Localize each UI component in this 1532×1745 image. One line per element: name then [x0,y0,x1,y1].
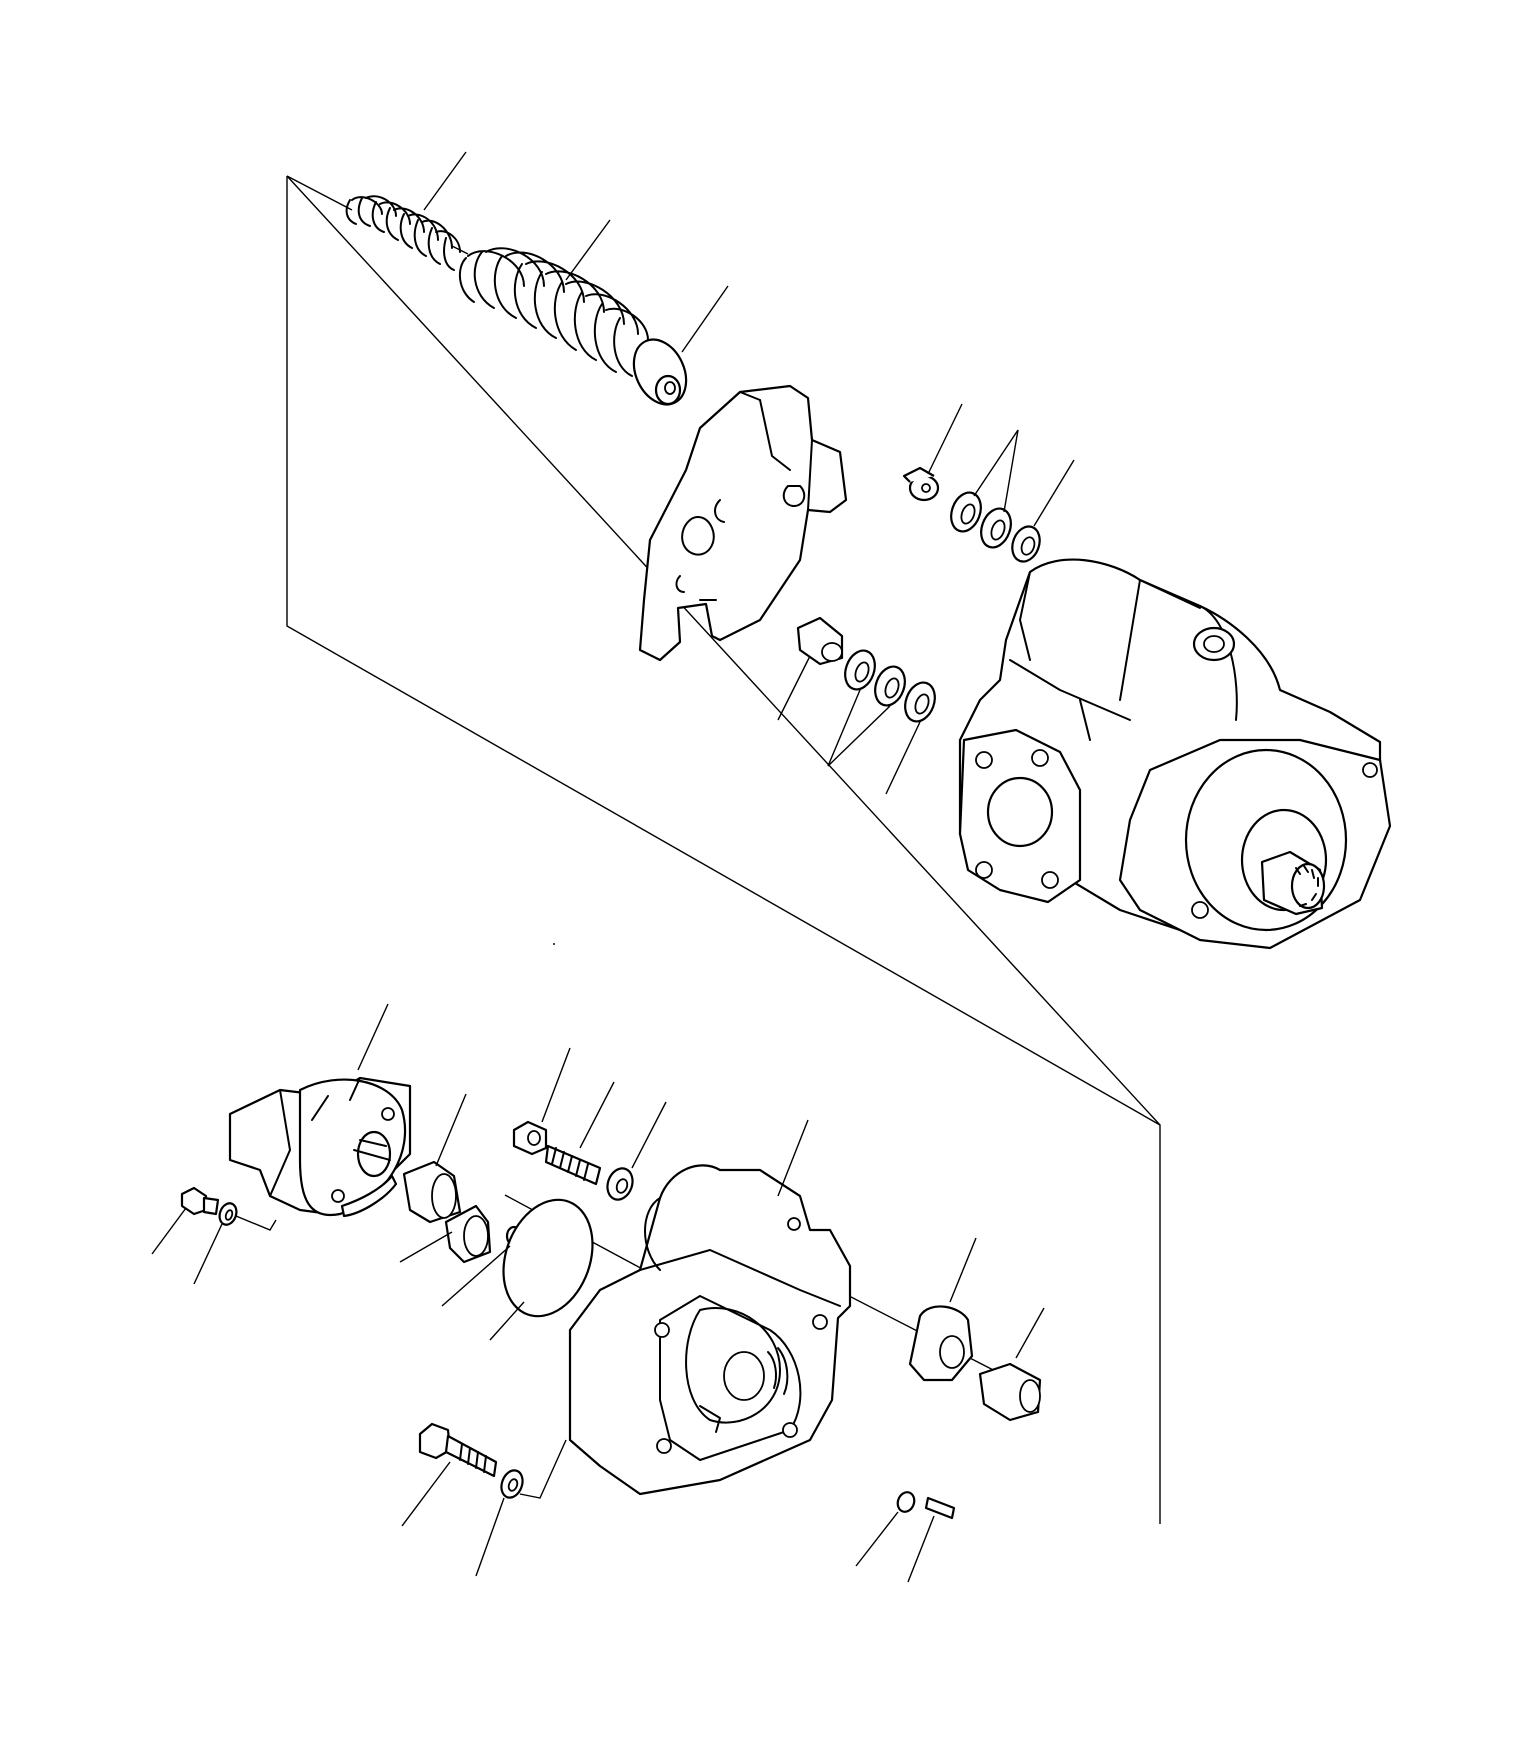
lower-plug [796,616,844,666]
leader-small-o-ring [441,1245,511,1307]
lower-washer-1 [844,649,876,691]
cover-plate [638,384,848,662]
leader-upper-washer-3 [1033,459,1075,527]
pump-housing [568,1164,852,1496]
leader-flange-bolt [401,1461,451,1527]
leader-bushing [399,1231,453,1263]
leader-flange-washer [475,1497,505,1577]
coupling-sleeve [402,1160,462,1224]
leader-bearing-sleeve [1015,1307,1045,1359]
leader-lock-nut [631,1101,667,1169]
callout-leaders [151,151,1075,1583]
leader-small-washer [193,1223,223,1285]
leader-hex-nut [541,1047,571,1123]
leader-small-spring [423,151,467,211]
leader-lower-washers-a [827,689,861,767]
leader-cylinder-block [949,1237,977,1303]
flange-bolt [418,1422,498,1478]
hex-nut [512,1120,548,1156]
leader-gear-pump [357,1003,389,1071]
adjusting-screw [544,1144,602,1186]
upper-plug [902,466,940,502]
upper-washer-3 [1011,525,1041,563]
cylinder-block [908,1305,974,1382]
assembly-boundary-frame [286,175,1161,1524]
leader-lower-plug [777,655,811,721]
leader-large-o-ring [489,1301,525,1341]
lock-nut [606,1167,634,1201]
leader-upper-plug [927,403,963,475]
gear-pump [228,1076,412,1218]
bearing-sleeve [978,1362,1042,1422]
small-spring [345,195,461,271]
small-bolt [180,1186,220,1216]
lower-washer-2 [874,665,906,707]
leader-lower-washers-b [827,705,891,767]
leader-snap-ring [855,1511,899,1567]
leader-spring-seat [681,285,729,353]
leader-adjusting-screw [579,1081,615,1149]
leader-small-bolt [151,1207,187,1255]
small-washer [218,1202,238,1226]
lower-washer-3 [904,681,936,723]
leader-lower-washer-3 [885,721,921,795]
leader-upper-washers-a [973,429,1019,497]
leader-coupling-sleeve [435,1093,467,1167]
dowel-pin [924,1496,956,1520]
main-pump-body [958,558,1392,950]
upper-washer-1 [950,491,982,533]
stray-mark [553,943,555,945]
large-spring [458,247,649,377]
bushing [444,1204,492,1264]
upper-washer-2 [980,507,1012,549]
leader-large-spring [565,219,611,281]
spring-seat [632,338,688,406]
flange-leader-bracket [519,1439,567,1499]
large-o-ring [502,1198,594,1318]
leader-dowel-pin [907,1515,935,1583]
leader-upper-washers-b [1003,429,1019,513]
leader-pump-housing [777,1119,809,1197]
snap-ring [896,1491,916,1513]
flange-washer [500,1469,524,1499]
bolt-leader-bracket [235,1215,277,1231]
